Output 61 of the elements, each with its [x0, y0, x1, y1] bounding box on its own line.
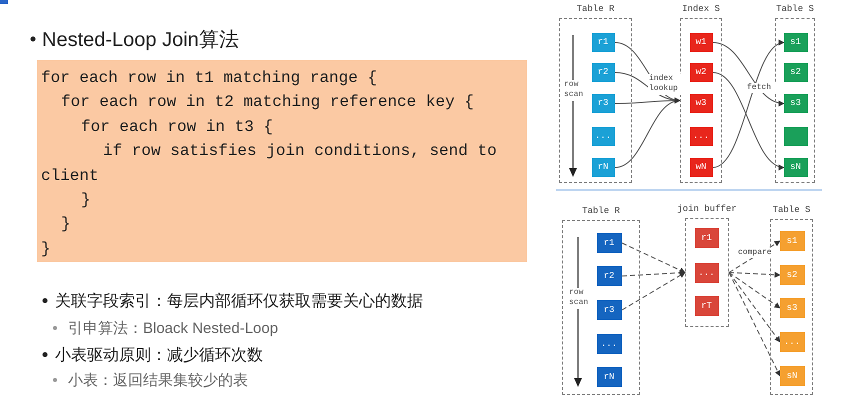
- arrow: [622, 242, 686, 273]
- code-line: for each row in t2 matching reference key {: [60, 92, 475, 114]
- slide-title: Nested-Loop Join算法: [42, 28, 239, 53]
- row-block: w3: [690, 94, 712, 112]
- table-heading: Table R: [576, 4, 616, 14]
- row-block: s3: [780, 298, 804, 318]
- arrow: [712, 42, 785, 106]
- table-heading: Table S: [775, 4, 815, 14]
- code-block: [37, 60, 527, 262]
- code-line: }: [80, 190, 92, 212]
- row-block: s3: [784, 94, 808, 112]
- table-heading: Table R: [581, 206, 621, 216]
- bullet-text: 小表：返回结果集较少的表: [68, 371, 248, 390]
- row-block: w2: [690, 62, 712, 82]
- row-block: sN: [780, 366, 804, 386]
- row-block: s2: [784, 62, 808, 82]
- row-block: ...: [780, 332, 804, 352]
- row-block: ...: [694, 262, 718, 282]
- row-block: w1: [690, 32, 712, 52]
- arrow: [728, 272, 781, 278]
- code-line: if row satisfies join conditions, send to client: [41, 141, 498, 187]
- table-heading: join buffer: [676, 204, 738, 214]
- row-block: ...: [592, 126, 614, 146]
- row-block: r2: [596, 266, 622, 286]
- bullet-text: 引申算法：Bloack Nested-Loop: [68, 319, 278, 338]
- arrow: [622, 272, 686, 310]
- row-block: rN: [596, 366, 622, 386]
- row-block: ...: [690, 126, 712, 146]
- row-block: r1: [592, 32, 614, 52]
- row-block: s1: [780, 230, 804, 250]
- code-line: }: [41, 238, 52, 260]
- arrow: [622, 270, 686, 276]
- row-block: wN: [690, 158, 712, 176]
- empty-row-block: [784, 126, 808, 146]
- table-heading: Table S: [772, 205, 812, 215]
- row-block: sN: [784, 158, 808, 176]
- bullet-text: 关联字段索引：每层内部循环仅获取需要关心的数据: [55, 292, 423, 312]
- axis-label: row scan: [564, 80, 584, 101]
- code-line: for each row in t1 matching range {: [41, 68, 378, 89]
- row-block: rT: [694, 296, 718, 316]
- edge-label: index lookup: [648, 74, 684, 95]
- row-block: s1: [784, 32, 808, 52]
- code-line: }: [60, 214, 72, 236]
- row-block: ...: [596, 334, 622, 354]
- axis-label: row scan: [569, 288, 589, 309]
- arrow: [728, 272, 780, 342]
- row-block: r2: [592, 62, 614, 82]
- row-block: r3: [596, 300, 622, 320]
- row-block: s2: [780, 264, 804, 284]
- arrow: [712, 41, 785, 168]
- row-block: r1: [694, 228, 718, 248]
- code-line: for each row in t3 {: [80, 116, 274, 138]
- row-block: r1: [596, 232, 622, 252]
- bullet-text: 小表驱动原则：减少循环次数: [55, 346, 263, 366]
- arrow: [614, 98, 681, 168]
- row-block: r3: [592, 94, 614, 112]
- table-heading: Index S: [681, 4, 721, 14]
- row-block: rN: [592, 158, 614, 176]
- arrow: [728, 272, 780, 377]
- arrow: [728, 272, 780, 308]
- arrow: [712, 72, 785, 170]
